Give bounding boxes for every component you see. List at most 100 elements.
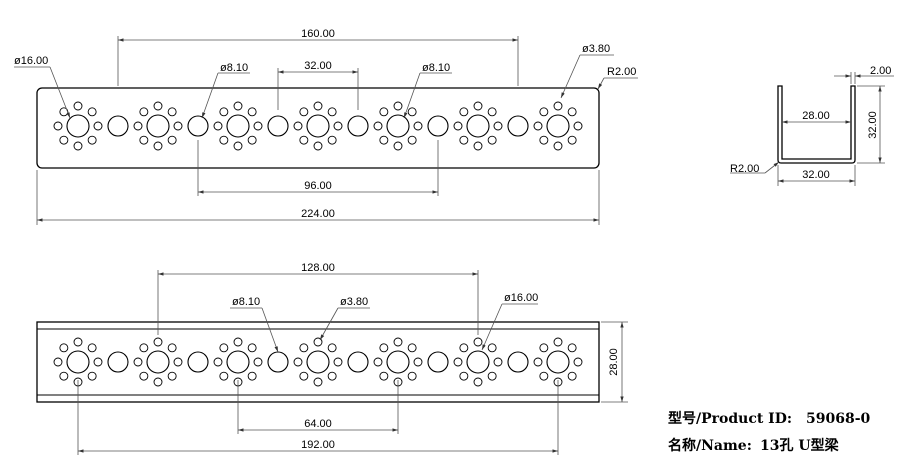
bottom-small-hole xyxy=(313,337,323,347)
bottom-small-hole xyxy=(299,371,309,381)
bottom-small-hole xyxy=(247,343,257,353)
bottom-small-hole xyxy=(173,357,183,367)
top-small-hole xyxy=(219,135,229,145)
top-small-hole xyxy=(379,107,389,117)
top-small-hole xyxy=(167,135,177,145)
bottom-small-hole xyxy=(373,357,383,367)
dim-32-top: 32.00 xyxy=(277,60,359,110)
dim-inner-28: 28.00 xyxy=(782,110,851,124)
bottom-small-hole xyxy=(153,377,163,387)
dim-64: 64.00 xyxy=(237,380,399,434)
top-large-hole xyxy=(146,114,170,138)
dim-thickness-label: 2.00 xyxy=(870,65,891,77)
bottom-large-hole xyxy=(466,350,490,374)
bottom-small-hole xyxy=(459,371,469,381)
dim-width-32-label: 32.00 xyxy=(802,169,830,181)
bottom-small-hole xyxy=(139,343,149,353)
dim-28-bottom-label: 28.00 xyxy=(608,348,620,376)
bottom-medium-hole xyxy=(267,351,289,373)
top-small-hole xyxy=(293,121,303,131)
dim-128: 128.00 xyxy=(157,262,479,335)
phi8-top-b-label: ø8.10 xyxy=(422,62,450,74)
dim-128-label: 128.00 xyxy=(301,262,335,274)
top-small-hole xyxy=(453,121,463,131)
top-small-hole xyxy=(473,101,483,111)
top-small-hole xyxy=(407,135,417,145)
bottom-small-hole xyxy=(327,371,337,381)
dim-inner-28-label: 28.00 xyxy=(802,110,830,122)
dim-thickness: 2.00 xyxy=(834,65,894,84)
bottom-small-hole xyxy=(293,357,303,367)
top-small-hole xyxy=(153,141,163,151)
bottom-view: 128.00 ø8.10 ø3.80 ø16.00 28.00 xyxy=(36,262,628,455)
top-large-hole xyxy=(66,114,90,138)
bottom-small-hole xyxy=(539,371,549,381)
top-small-hole xyxy=(139,135,149,145)
top-small-hole xyxy=(393,141,403,151)
side-view: 2.00 28.00 32.00 32.00 R2.00 xyxy=(730,65,894,186)
dim-224: 224.00 xyxy=(36,170,600,225)
leader-phi8-top-b: ø8.10 xyxy=(403,62,452,119)
top-small-hole xyxy=(313,141,323,151)
bottom-small-hole xyxy=(379,343,389,353)
bottom-large-hole xyxy=(306,350,330,374)
phi38-top-label: ø3.80 xyxy=(582,43,610,55)
top-small-hole xyxy=(253,121,263,131)
top-small-hole xyxy=(553,141,563,151)
top-medium-hole xyxy=(347,115,369,137)
top-medium-hole xyxy=(107,115,129,137)
bottom-small-hole xyxy=(407,343,417,353)
bottom-small-hole xyxy=(213,357,223,367)
top-small-hole xyxy=(219,107,229,117)
leader-phi38-top: ø3.80 xyxy=(560,43,614,99)
bottom-small-hole xyxy=(167,371,177,381)
top-small-hole xyxy=(413,121,423,131)
bottom-small-hole xyxy=(167,343,177,353)
phi8-bottom-label: ø8.10 xyxy=(232,296,260,308)
dim-192-label: 192.00 xyxy=(301,439,335,451)
top-small-hole xyxy=(299,135,309,145)
top-small-hole xyxy=(459,135,469,145)
bottom-hole-pattern xyxy=(53,337,583,387)
top-small-hole xyxy=(539,135,549,145)
top-small-hole xyxy=(213,121,223,131)
bottom-small-hole xyxy=(93,357,103,367)
top-small-hole xyxy=(327,107,337,117)
bottom-small-hole xyxy=(567,371,577,381)
bottom-small-hole xyxy=(493,357,503,367)
bottom-medium-hole xyxy=(107,351,129,373)
bottom-small-hole xyxy=(573,357,583,367)
r2-top-label: R2.00 xyxy=(607,66,636,78)
product-id-value: 59068-0 xyxy=(806,411,871,427)
leader-phi16-top: ø16.00 xyxy=(14,55,71,119)
bottom-small-hole xyxy=(487,371,497,381)
top-large-hole xyxy=(546,114,570,138)
dim-224-label: 224.00 xyxy=(301,208,335,220)
bottom-small-hole xyxy=(233,337,243,347)
top-medium-hole xyxy=(427,115,449,137)
bottom-small-hole xyxy=(313,377,323,387)
top-small-hole xyxy=(573,121,583,131)
bottom-small-hole xyxy=(87,371,97,381)
dim-28-bottom: 28.00 xyxy=(601,321,628,403)
bottom-beam-outline xyxy=(36,321,600,403)
bottom-small-hole xyxy=(487,343,497,353)
bottom-small-hole xyxy=(247,371,257,381)
bottom-medium-hole xyxy=(187,351,209,373)
top-small-hole xyxy=(473,141,483,151)
phi8-top-a-label: ø8.10 xyxy=(220,62,248,74)
bottom-small-hole xyxy=(153,337,163,347)
top-small-hole xyxy=(87,135,97,145)
bottom-small-hole xyxy=(219,371,229,381)
top-small-hole xyxy=(73,101,83,111)
bottom-small-hole xyxy=(553,337,563,347)
top-large-hole xyxy=(226,114,250,138)
leader-r2-side: R2.00 xyxy=(730,161,780,175)
bottom-small-hole xyxy=(407,371,417,381)
bottom-small-hole xyxy=(59,371,69,381)
bottom-small-hole xyxy=(333,357,343,367)
top-large-hole xyxy=(466,114,490,138)
u-profile xyxy=(777,85,856,164)
top-small-hole xyxy=(539,107,549,117)
product-name-value: 13孔 U型梁 xyxy=(760,437,840,454)
